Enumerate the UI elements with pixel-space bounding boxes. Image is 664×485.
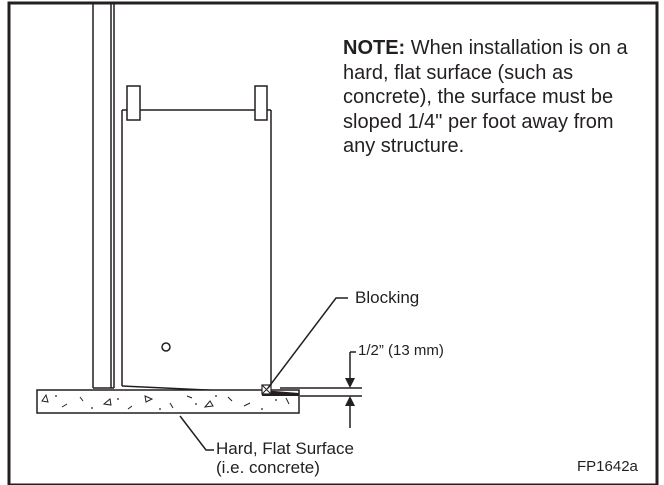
- note-text: When installation is on a hard, flat sur…: [343, 37, 628, 157]
- lid-hinge-left: [126, 85, 141, 121]
- blocking-label: Blocking: [355, 288, 420, 307]
- wall-structure: [92, 3, 115, 389]
- concrete-aggregate-marks: [41, 393, 290, 410]
- gap-arrow-up: [345, 396, 355, 406]
- installation-note: NOTE: When installation is on a hard, fl…: [343, 36, 648, 159]
- concrete-slab: [36, 389, 300, 414]
- figure-code: FP1642a: [577, 458, 638, 475]
- note-heading: NOTE:: [343, 37, 406, 59]
- blocking-leader-line: [267, 297, 348, 389]
- surface-label-line1: Hard, Flat Surface: [216, 439, 354, 458]
- gap-dimension-label: 1/2” (13 mm): [358, 342, 444, 359]
- surface-leader-line: [179, 415, 214, 451]
- lid-hinge-right: [254, 85, 268, 121]
- appliance-unit: [121, 109, 272, 394]
- drain-port: [161, 342, 171, 352]
- gap-arrow-down: [345, 378, 355, 388]
- surface-label-line2: (i.e. concrete): [216, 458, 320, 477]
- figure-frame: [7, 1, 659, 485]
- concrete-dots: [55, 395, 277, 410]
